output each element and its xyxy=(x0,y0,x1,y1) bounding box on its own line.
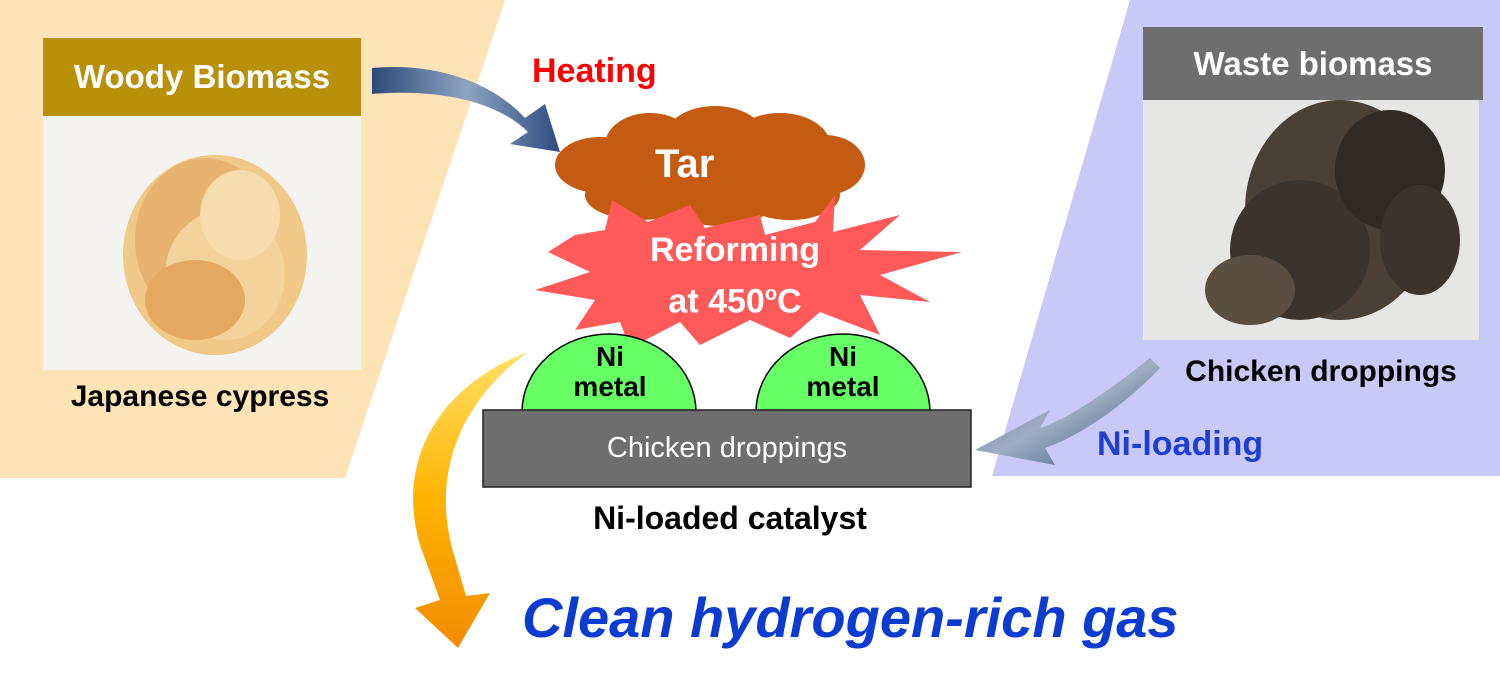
product-arrow xyxy=(413,352,528,648)
ni-metal-dome-left xyxy=(521,333,697,413)
ni-metal-right-line-2: metal xyxy=(806,371,880,402)
woody-biomass-text: Woody Biomass xyxy=(73,58,331,95)
heating-arrow xyxy=(372,67,560,152)
waste-biomass-text: Waste biomass xyxy=(1193,44,1433,82)
ni-metal-dome-right xyxy=(755,333,931,413)
heating-label: Heating xyxy=(532,52,657,90)
ni-loaded-catalyst-caption: Ni-loaded catalyst xyxy=(593,500,867,536)
tar-cloud xyxy=(555,106,865,226)
ni-metal-right-label: Ni metal xyxy=(778,342,908,402)
reforming-label: Reforming at 450oC xyxy=(615,228,855,323)
woody-biomass-label: Woody Biomass xyxy=(43,38,361,116)
waste-biomass-label: Waste biomass xyxy=(1143,27,1483,100)
reforming-line-1: Reforming xyxy=(650,231,820,269)
reforming-starburst xyxy=(535,195,962,348)
ni-loading-label: Ni-loading xyxy=(1097,425,1264,463)
ni-metal-left-line-1: Ni xyxy=(596,341,624,372)
ni-metal-right-line-1: Ni xyxy=(829,341,857,372)
ni-metal-left-label: Ni metal xyxy=(545,342,675,402)
degree-symbol: o xyxy=(764,283,778,305)
droppings-illustration xyxy=(1205,100,1460,325)
reforming-temperature: at 450 xyxy=(668,282,765,321)
wood-shavings-illustration xyxy=(123,155,307,355)
support-label: Chicken droppings xyxy=(606,432,848,464)
reforming-unit: C xyxy=(777,282,802,321)
chicken-droppings-support xyxy=(482,409,972,488)
ni-loading-arrow xyxy=(975,358,1160,465)
tar-label: Tar xyxy=(655,142,715,186)
chicken-droppings-caption: Chicken droppings xyxy=(1185,355,1457,388)
product-label: Clean hydrogen-rich gas xyxy=(522,586,1179,649)
japanese-cypress-caption: Japanese cypress xyxy=(70,380,330,413)
reforming-line-2: at 450oC xyxy=(615,272,855,323)
ni-metal-left-line-2: metal xyxy=(573,371,647,402)
